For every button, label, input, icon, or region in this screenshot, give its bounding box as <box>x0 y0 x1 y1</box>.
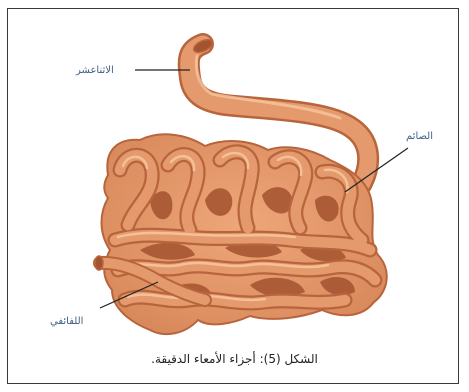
ileum-label: اللفائفي <box>50 316 83 328</box>
figure-caption: الشكل (5): أجزاء الأمعاء الدقيقة. <box>0 352 469 366</box>
duodenum-label: الاثناعشر <box>76 65 114 77</box>
jejunum-label: الصائم <box>406 131 433 143</box>
